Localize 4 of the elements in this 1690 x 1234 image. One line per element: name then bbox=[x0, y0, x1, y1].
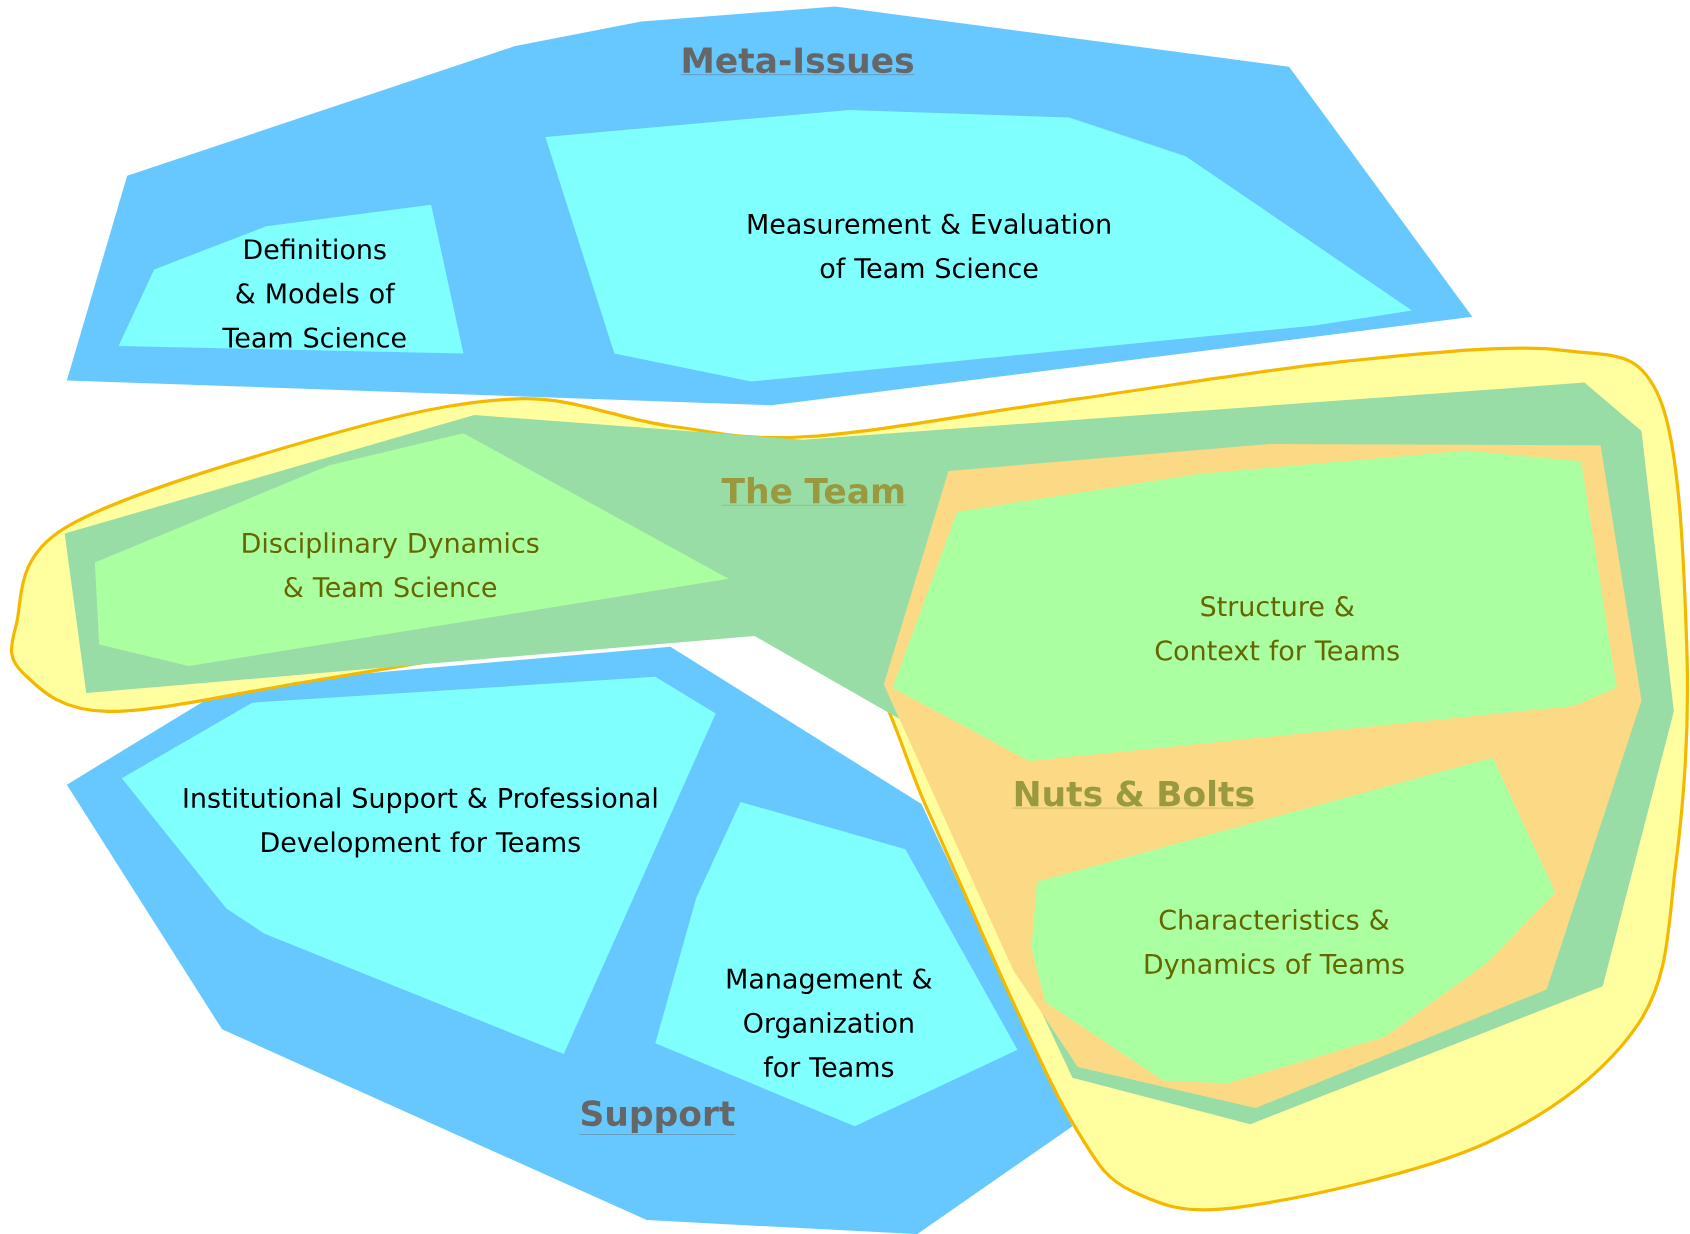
topic-region: Measurement & Evaluation of Team Science bbox=[545, 109, 1412, 382]
topic-region: Definitions & Models of Team Science bbox=[118, 204, 464, 354]
node-label: Institutional Support & Professional Development for Teams bbox=[184, 787, 657, 858]
topic-region: Institutional Support & Professional Development for Teams bbox=[121, 676, 716, 1055]
